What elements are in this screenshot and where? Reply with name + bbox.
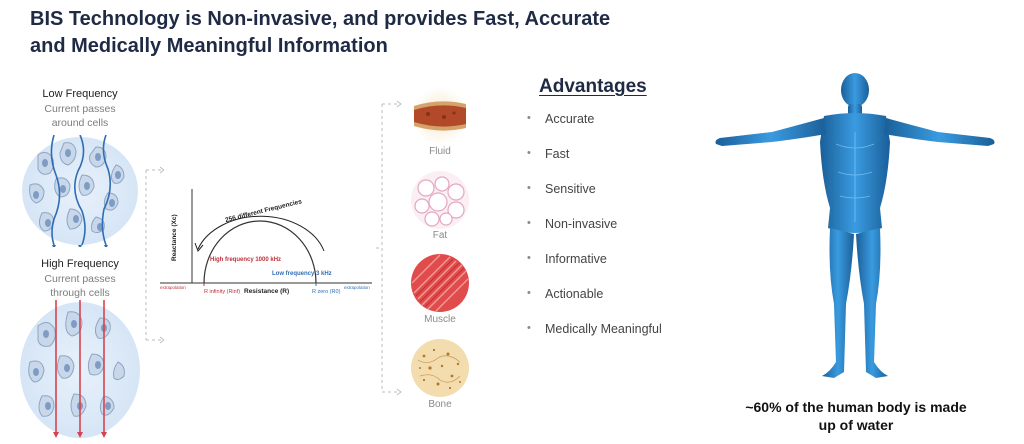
advantages-list: • Accurate • Fast • Sensitive • Non-invasive… bbox=[527, 112, 662, 357]
title-line-1: BIS Technology is Non-invasive, and prov… bbox=[30, 8, 611, 30]
high-frequency-label: High Frequency bbox=[41, 258, 119, 270]
advantage-text: Informative bbox=[545, 252, 607, 266]
title-line-2: and Medically Meaningful Information bbox=[30, 35, 388, 57]
bioimpedance-arc-chart: 256 different Frequencies Reactance (Xc)… bbox=[160, 189, 372, 295]
impedance-arc bbox=[203, 220, 317, 284]
arc-label: 256 different Frequencies bbox=[225, 198, 303, 224]
bullet-icon: • bbox=[527, 147, 531, 159]
body-caption-line-1: ~60% of the human body is made bbox=[745, 399, 967, 415]
high-frequency-description: Current passes through cells bbox=[20, 272, 140, 300]
high-frequency-cells-illustration bbox=[20, 300, 140, 438]
advantage-text: Accurate bbox=[545, 112, 595, 126]
chart-to-tissues-connector bbox=[376, 100, 402, 396]
advantage-item: • Fast bbox=[527, 147, 662, 182]
bullet-icon: • bbox=[527, 217, 531, 229]
low-frequency-point-label: Low frequency 3 kHz bbox=[272, 271, 332, 277]
body-water-caption: ~60% of the human body is made up of wat… bbox=[718, 398, 994, 434]
fluid-tissue-icon bbox=[411, 87, 469, 145]
advantage-item: • Medically Meaningful bbox=[527, 322, 662, 357]
frequency-sweep-arrowhead bbox=[194, 242, 204, 252]
bullet-icon: • bbox=[527, 287, 531, 299]
high-frequency-point-label: High frequency 1000 kHz bbox=[210, 257, 281, 263]
page-title: BIS Technology is Non-invasive, and prov… bbox=[30, 6, 750, 60]
low-frequency-desc-line-2: around cells bbox=[51, 117, 109, 129]
frequency-sweep-arrow bbox=[197, 215, 325, 252]
fat-tissue-icon bbox=[411, 171, 469, 229]
cells-to-chart-connector bbox=[145, 166, 164, 344]
human-body-icon bbox=[715, 73, 995, 378]
advantage-text: Non-invasive bbox=[545, 217, 618, 231]
x-axis-label: Resistance (R) bbox=[244, 288, 289, 295]
r-infinity-label: R infinity (Rinf) bbox=[204, 289, 240, 295]
tissue-label-fluid: Fluid bbox=[429, 146, 451, 157]
advantage-text: Sensitive bbox=[545, 182, 596, 196]
advantage-item: • Actionable bbox=[527, 287, 662, 322]
advantage-item: • Non-invasive bbox=[527, 217, 662, 252]
bullet-icon: • bbox=[527, 322, 531, 334]
low-frequency-desc-line-1: Current passes bbox=[44, 103, 116, 115]
bullet-icon: • bbox=[527, 112, 531, 124]
advantage-text: Actionable bbox=[545, 287, 604, 301]
r-zero-label: R zero (R0) bbox=[312, 289, 341, 295]
tissue-label-fat: Fat bbox=[432, 230, 448, 241]
y-axis-label: Reactance (Xc) bbox=[171, 214, 178, 261]
extrapolation-right-label: extrapolation bbox=[344, 285, 370, 290]
advantages-heading: Advantages bbox=[539, 76, 647, 97]
high-frequency-desc-line-2: through cells bbox=[50, 287, 110, 299]
tissue-label-muscle: Muscle bbox=[424, 314, 456, 325]
advantage-item: • Accurate bbox=[527, 112, 662, 147]
bullet-icon: • bbox=[527, 182, 531, 194]
advantage-text: Fast bbox=[545, 147, 570, 161]
advantage-text: Medically Meaningful bbox=[545, 322, 662, 336]
advantage-item: • Informative bbox=[527, 252, 662, 287]
high-frequency-desc-line-1: Current passes bbox=[44, 273, 116, 285]
extrapolation-left-label: extrapolation bbox=[160, 285, 186, 290]
bullet-icon: • bbox=[527, 252, 531, 264]
muscle-tissue-icon bbox=[411, 254, 469, 312]
tissue-label-bone: Bone bbox=[428, 399, 452, 410]
low-frequency-label: Low Frequency bbox=[42, 88, 118, 100]
low-frequency-cells-illustration bbox=[22, 135, 138, 247]
advantage-item: • Sensitive bbox=[527, 182, 662, 217]
low-frequency-description: Current passes around cells bbox=[20, 102, 140, 130]
bone-tissue-icon bbox=[411, 339, 469, 397]
body-caption-line-2: up of water bbox=[818, 417, 894, 433]
